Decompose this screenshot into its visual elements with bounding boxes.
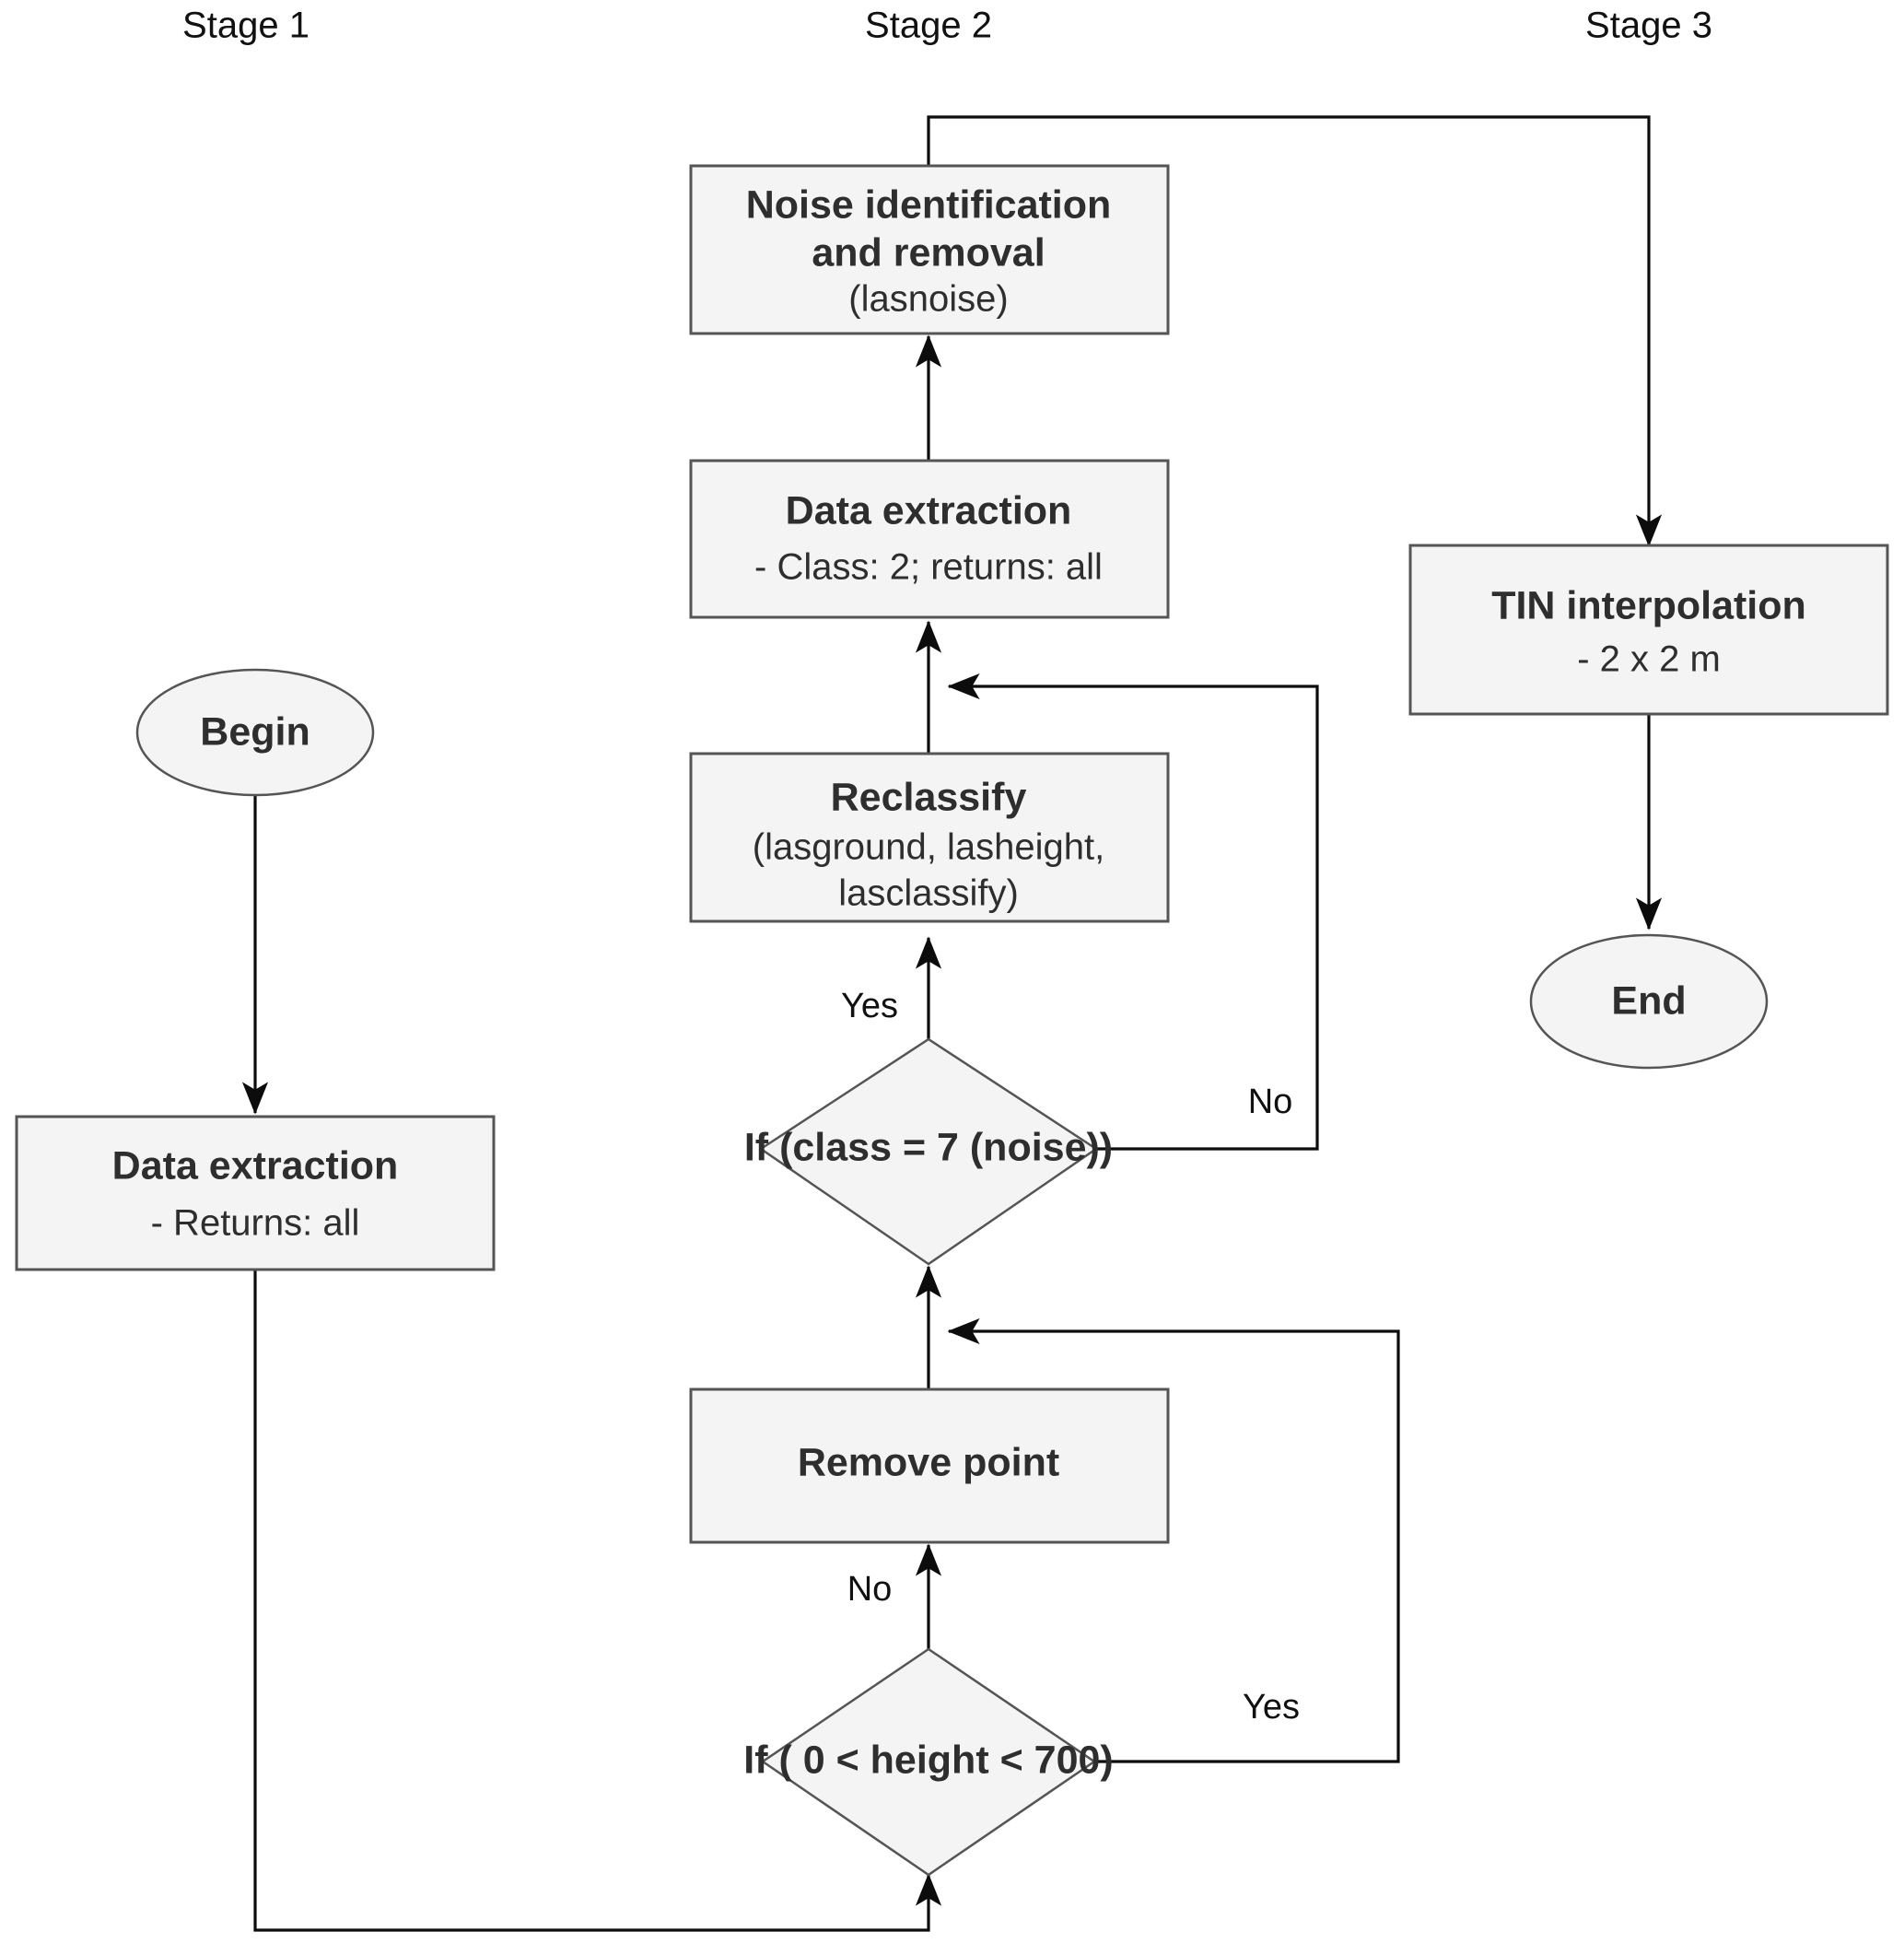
node-height-check[interactable]: If ( 0 < height < 700) bbox=[743, 1647, 1114, 1877]
node-tin-interpolation[interactable]: TIN interpolation - 2 x 2 m bbox=[1408, 544, 1889, 716]
stage-1-header: Stage 1 bbox=[182, 6, 310, 46]
tin-interpolation-title: TIN interpolation bbox=[1491, 583, 1806, 627]
edge-label-class-no: No bbox=[1248, 1083, 1293, 1121]
data-extraction-s2-title: Data extraction bbox=[786, 488, 1072, 533]
data-extraction-s2-rect bbox=[689, 459, 1170, 619]
height-check-label: If ( 0 < height < 700) bbox=[743, 1738, 1113, 1782]
tin-interpolation-subtitle: - 2 x 2 m bbox=[1577, 639, 1721, 680]
reclassify-title: Reclassify bbox=[831, 775, 1027, 819]
remove-point-title: Remove point bbox=[798, 1440, 1059, 1484]
edge-label-height-no: No bbox=[847, 1570, 893, 1609]
connector-height-yes-loop bbox=[947, 1317, 1400, 1763]
node-noise-removal[interactable]: Noise identification and removal (lasnoi… bbox=[689, 164, 1170, 335]
data-extraction-s1-rect bbox=[15, 1115, 496, 1271]
reclassify-subtitle-line1: (lasground, lasheight, bbox=[753, 827, 1104, 868]
stage-3-header: Stage 3 bbox=[1585, 6, 1712, 46]
edge-label-height-yes: Yes bbox=[1243, 1688, 1300, 1727]
connector-noise-removal-to-tin-interpolation bbox=[927, 115, 1663, 547]
data-extraction-s2-subtitle: - Class: 2; returns: all bbox=[754, 547, 1103, 588]
reclassify-rect bbox=[689, 752, 1170, 923]
noise-removal-subtitle: (lasnoise) bbox=[848, 279, 1008, 320]
height-check-diamond-shape bbox=[760, 1647, 1097, 1877]
node-begin[interactable]: Begin bbox=[135, 668, 375, 797]
data-extraction-s1-title: Data extraction bbox=[112, 1143, 399, 1188]
tin-interpolation-rect bbox=[1408, 544, 1889, 716]
class-check-label: If (class = 7 (noise)) bbox=[744, 1125, 1113, 1169]
noise-removal-title-line2: and removal bbox=[812, 230, 1045, 275]
connector-data-extraction-to-height-check bbox=[253, 1270, 942, 1932]
edge-label-class-yes: Yes bbox=[841, 987, 898, 1025]
remove-point-rect bbox=[689, 1387, 1170, 1544]
end-ellipse-shape bbox=[1529, 933, 1769, 1070]
reclassify-subtitle-line2: lasclassify) bbox=[838, 873, 1019, 914]
node-remove-point[interactable]: Remove point bbox=[689, 1387, 1170, 1544]
node-reclassify[interactable]: Reclassify (lasground, lasheight, lascla… bbox=[689, 752, 1170, 923]
node-data-extraction-stage1[interactable]: Data extraction - Returns: all bbox=[15, 1115, 496, 1271]
node-class-check[interactable]: If (class = 7 (noise)) bbox=[744, 1037, 1113, 1266]
stage-2-header: Stage 2 bbox=[865, 6, 992, 46]
node-data-extraction-stage2[interactable]: Data extraction - Class: 2; returns: all bbox=[689, 459, 1170, 619]
begin-ellipse-shape bbox=[135, 668, 375, 797]
class-check-diamond-shape bbox=[758, 1037, 1099, 1266]
node-end[interactable]: End bbox=[1529, 933, 1769, 1070]
noise-removal-title-line1: Noise identification bbox=[746, 182, 1112, 227]
noise-removal-rect bbox=[689, 164, 1170, 335]
data-extraction-s1-subtitle: - Returns: all bbox=[151, 1203, 360, 1244]
connector-class-no-loop bbox=[947, 673, 1319, 1151]
begin-label: Begin bbox=[200, 709, 310, 754]
end-label: End bbox=[1611, 978, 1686, 1023]
